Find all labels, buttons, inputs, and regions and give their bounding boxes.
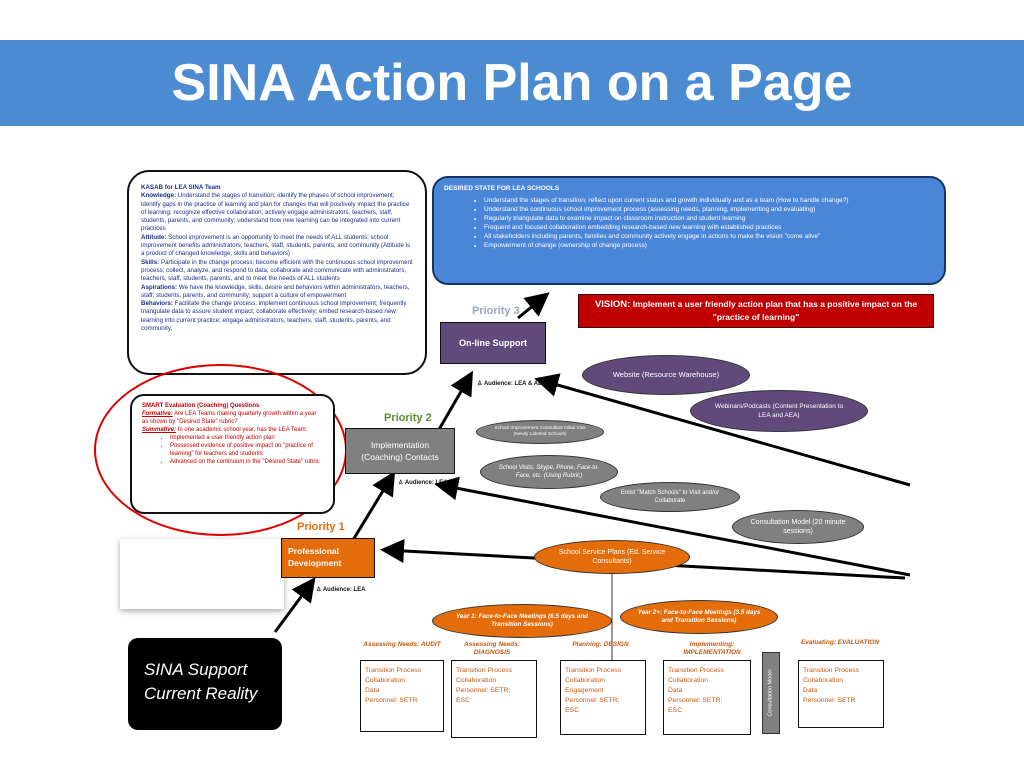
priority-1-label: Priority 1 <box>297 521 345 533</box>
desired-item: All stakeholders including parents, fami… <box>484 232 934 241</box>
kasab-skills: Skills: Participate in the change proces… <box>141 258 413 283</box>
webinars-oval: Webinars/Podcasts (Content Presentation … <box>690 390 868 432</box>
desired-item: Understand the continuous school improve… <box>484 205 934 214</box>
smart-heading: SMART Evaluation (Coaching) Questions <box>142 403 260 409</box>
year1-oval: Year 1: Face-to-Face Meetings (6.5 days … <box>432 604 612 638</box>
kasab-aspirations: Aspirations: We have the knowledge, skil… <box>141 283 410 299</box>
desired-state-box: DESIRED STATE FOR LEA SCHOOLS Understand… <box>432 176 946 285</box>
kasab-heading: KASAB for LEA SINA Team <box>141 184 221 191</box>
desired-heading: DESIRED STATE FOR LEA SCHOOLS <box>444 185 560 192</box>
consultation-model-oval: Consultation Model (20 minute sessions) <box>732 510 864 544</box>
smart-item: Advanced on the continuum in the "Desire… <box>170 458 323 466</box>
stage-title-evaluation: Evaluating: EVALUATION <box>800 639 880 646</box>
professional-development-box: Professional Development <box>281 538 375 578</box>
current-reality-box: SINA Support Current Reality <box>128 638 282 730</box>
match-schools-oval: Enlist "Match Schools" to Visit and/or C… <box>600 482 740 512</box>
online-support-box: On-line Support <box>440 322 546 364</box>
kasab-box: KASAB for LEA SINA Team Knowledge: Under… <box>127 170 427 375</box>
stage-title-audit: Assessing Needs: AUDIT <box>363 641 441 648</box>
stage-title-implementation: Implementing: IMPLEMENTATION <box>683 641 741 656</box>
initial-visit-oval: School Improvement Consultant Initial Vi… <box>476 420 604 444</box>
audience-lea-1: ♙ Audience: LEA <box>316 587 366 593</box>
stage-title-design: Planning: DESIGN <box>572 641 629 648</box>
year2-oval: Year 2+: Face-to-Face Meetings (3.5 days… <box>620 600 778 634</box>
priority-3-label: Priority 3 <box>472 305 520 317</box>
vision-box: VISION: Implement a user friendly action… <box>578 294 934 328</box>
smart-summative: Summative: In one academic school year, … <box>142 427 308 433</box>
person-icon: ♙ <box>316 587 322 593</box>
smart-item: Possessed evidence of positive impact on… <box>170 442 323 458</box>
desired-item: Frequent and focused collaboration embed… <box>484 223 934 232</box>
kasab-knowledge: Knowledge: Understand the stages of tran… <box>141 192 410 233</box>
priority-2-label: Priority 2 <box>384 412 432 424</box>
kasab-behaviors: Behaviors: Facilitate the change process… <box>141 300 407 333</box>
kasab-attitude: Attitude: School improvement is an oppor… <box>141 233 411 258</box>
person-icon: ♙ <box>477 381 483 387</box>
stage-title-diagnosis: Assessing Needs: DIAGNOSIS <box>464 641 520 656</box>
blank-box <box>120 539 284 609</box>
slide-title: SINA Action Plan on a Page <box>171 54 853 112</box>
smart-formative: Formative: Are LEA Teams making quarterl… <box>142 411 317 425</box>
smart-box: SMART Evaluation (Coaching) Questions Fo… <box>130 394 335 514</box>
desired-item: Understand the stages of transition; ref… <box>484 196 934 205</box>
desired-item: Empowerment of change (ownership of chan… <box>484 241 934 250</box>
website-oval: Website (Resource Warehouse) <box>582 355 750 395</box>
school-visits-oval: School Visits: Skype, Phone, Face-to-Fac… <box>480 455 618 489</box>
person-icon: ♙ <box>398 480 404 486</box>
desired-item: Regularly triangulate data to examine im… <box>484 214 934 223</box>
service-plans-oval: School Service Plans (Ed. Service Consul… <box>534 540 690 574</box>
vision-text: Implement a user friendly action plan th… <box>632 299 918 322</box>
audience-lea-aea: ♙ Audience: LEA & AEA <box>477 381 547 387</box>
title-banner <box>0 40 1024 126</box>
smart-item: Implemented a user friendly action plan <box>170 434 323 442</box>
implementation-box: Implementation (Coaching) Contacts <box>345 428 455 474</box>
vision-label: VISION: <box>594 299 631 310</box>
consultation-model-vertical: Consultation Model <box>762 652 780 734</box>
audience-lea-2: ♙ Audience: LEA <box>398 480 448 486</box>
